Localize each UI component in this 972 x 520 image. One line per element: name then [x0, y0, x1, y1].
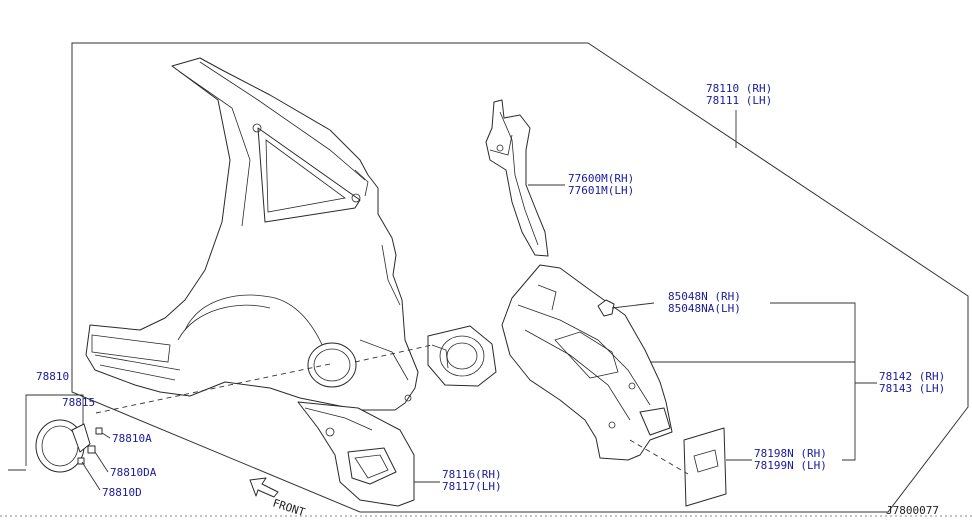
wheelhouse-part	[297, 401, 415, 507]
bracket-part	[597, 299, 615, 317]
callout-patch-lh: 78199N (LH)	[754, 459, 827, 472]
callout-bracket-lh: 85048NA(LH)	[668, 302, 741, 315]
callout-panel-lh: 78111 (LH)	[706, 94, 772, 107]
upper-pillar-part	[485, 99, 549, 257]
part-a-leader	[101, 432, 111, 439]
patch-part	[683, 427, 727, 507]
callout-bracket-rh: 85048N (RH)	[668, 290, 741, 303]
front-arrow-icon	[249, 477, 279, 498]
diagram-code: J7800077	[886, 504, 939, 517]
callout-wheel-rh: 78116(RH)	[442, 468, 502, 481]
callout-part-da: 78810DA	[110, 466, 157, 479]
callout-panel-rh: 78110 (RH)	[706, 82, 772, 95]
part-da-leader	[94, 451, 109, 473]
patch-dash-line	[629, 439, 689, 475]
inner-panel-part	[501, 264, 673, 461]
lid-dash-line	[95, 363, 331, 414]
part-d-leader	[81, 461, 101, 491]
quarter-panel-part	[85, 57, 419, 411]
callout-inner-lh: 78143 (LH)	[879, 382, 945, 395]
bracket-leader	[611, 302, 655, 309]
callout-hinge: 78815	[62, 396, 95, 409]
callout-inner-rh: 78142 (RH)	[879, 370, 945, 383]
callout-part-a: 78810A	[112, 432, 152, 445]
callout-patch-rh: 78198N (RH)	[754, 447, 827, 460]
callout-pillar-rh: 77600M(RH)	[568, 172, 634, 185]
callout-wheel-lh: 78117(LH)	[442, 480, 502, 493]
callout-pillar-lh: 77601M(LH)	[568, 184, 634, 197]
inner-right-bracket	[770, 302, 856, 461]
callout-part-d: 78810D	[102, 486, 142, 499]
filler-pocket-part	[427, 325, 497, 387]
assembly-frame	[71, 42, 969, 513]
callout-lid: 78810	[36, 370, 69, 383]
fuel-lid-part	[35, 419, 103, 473]
filler-dash-line	[354, 344, 433, 363]
